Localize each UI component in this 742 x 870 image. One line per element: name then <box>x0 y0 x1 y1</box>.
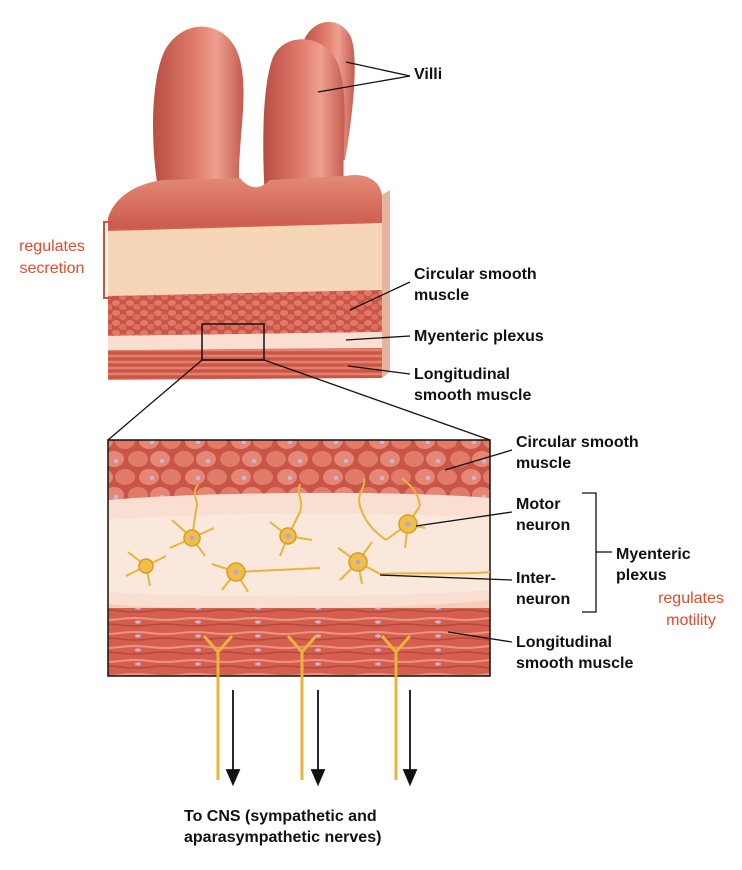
annotation-line: regulates <box>19 238 85 255</box>
nerve-fibres <box>202 635 412 780</box>
gut-wall-block <box>107 21 390 380</box>
label-line: To CNS (sympathetic and <box>184 808 377 825</box>
longitudinal-muscle-magnified <box>108 608 490 676</box>
interneuron-cell <box>337 541 491 585</box>
label-motor-neuron: Motor neuron <box>516 494 570 536</box>
zoom-region-box <box>201 323 265 361</box>
label-line: smooth muscle <box>414 387 532 404</box>
magnified-panel <box>107 439 491 677</box>
neuron-5 <box>211 563 321 593</box>
annotation-line: motility <box>666 612 716 629</box>
label-circular-muscle-zoom: Circular smooth muscle <box>516 432 639 474</box>
annotation-line: secretion <box>19 260 85 277</box>
label-line: Circular smooth <box>516 434 639 451</box>
label-line: neuron <box>516 517 571 534</box>
secretion-bracket <box>103 221 112 299</box>
annotation-line: regulates <box>658 590 724 607</box>
label-interneuron: Inter- neuron <box>516 568 570 610</box>
cns-arrows <box>225 690 418 787</box>
neuron-1 <box>169 484 215 557</box>
label-to-cns: To CNS (sympathetic and aparasympathetic… <box>184 806 381 848</box>
submucosa-layer <box>108 222 382 296</box>
label-line: muscle <box>414 287 470 304</box>
label-myenteric-plexus-zoom: Myenteric plexus <box>616 544 691 586</box>
label-line: smooth muscle <box>516 655 634 672</box>
label-longitudinal-muscle-zoom: Longitudinal smooth muscle <box>516 632 633 674</box>
label-line: muscle <box>516 455 572 472</box>
villus-right <box>263 39 345 201</box>
label-line: plexus <box>616 567 667 584</box>
mucosa-surface <box>108 174 382 232</box>
label-line: Longitudinal <box>414 366 510 383</box>
label-line: Longitudinal <box>516 634 612 651</box>
label-circular-muscle-top: Circular smooth muscle <box>414 264 537 306</box>
label-line: neuron <box>516 591 571 608</box>
leader-lines <box>317 61 612 643</box>
neuron-2 <box>269 483 313 557</box>
block-side-face <box>382 190 390 378</box>
annotation-regulates-secretion: regulates secretion <box>2 236 102 280</box>
label-line: Circular smooth <box>414 266 537 283</box>
circular-muscle-layer <box>108 290 382 336</box>
label-myenteric-plexus-top: Myenteric plexus <box>414 328 544 345</box>
neurons <box>125 477 491 593</box>
label-line: Inter- <box>516 570 556 587</box>
myenteric-plexus-layer <box>108 332 382 350</box>
zoom-connectors <box>107 359 491 441</box>
neuron-4 <box>125 551 167 587</box>
longitudinal-muscle-layer <box>108 348 382 380</box>
label-longitudinal-muscle-top: Longitudinal smooth muscle <box>414 364 531 406</box>
motor-neuron-cell <box>358 477 426 549</box>
label-line: aparasympathetic nerves) <box>184 829 382 846</box>
villus-left <box>153 26 244 200</box>
label-line: Myenteric <box>616 546 691 563</box>
annotation-regulates-motility: regulates motility <box>646 588 736 632</box>
label-villi: Villi <box>414 66 443 83</box>
label-line: Motor <box>516 496 561 513</box>
